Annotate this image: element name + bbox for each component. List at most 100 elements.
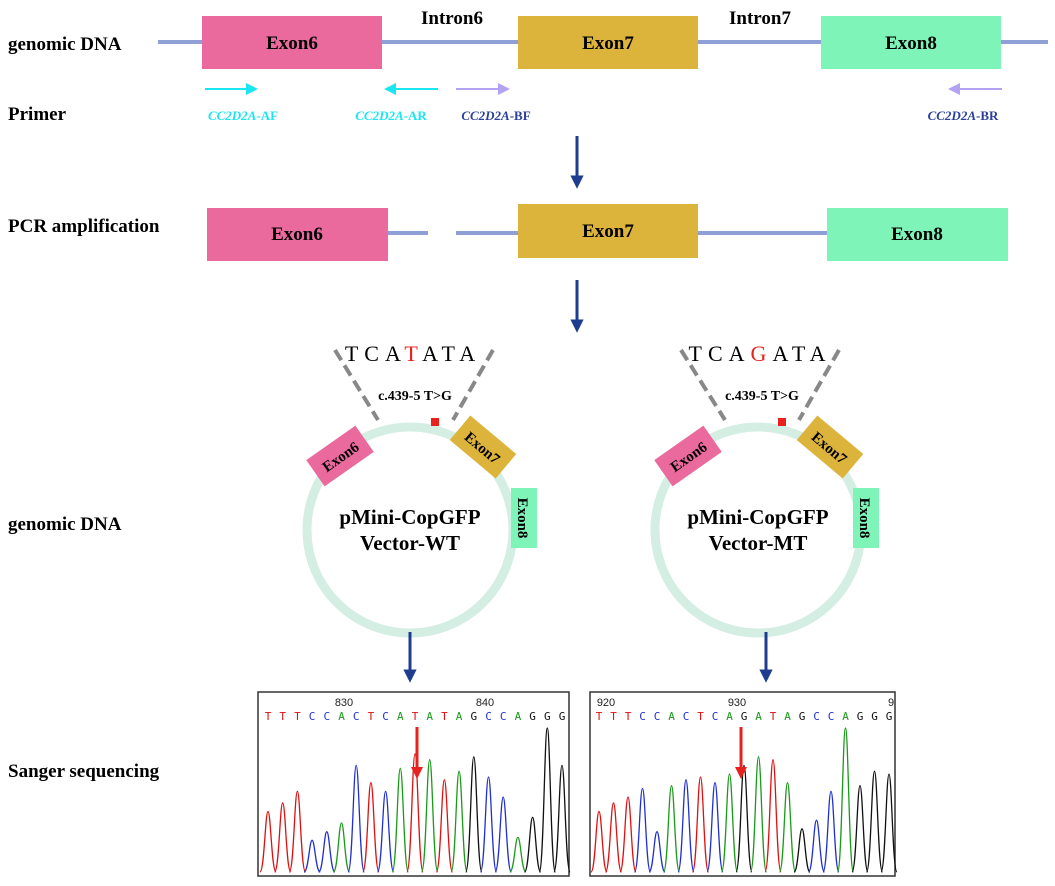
- trace-peak: [538, 727, 557, 873]
- base-call: C: [639, 710, 646, 723]
- trace-peak: [720, 773, 739, 873]
- base-call: C: [828, 710, 835, 723]
- base-call: T: [265, 710, 272, 723]
- exon7-label-pcr: Exon7: [582, 221, 634, 242]
- base-call: G: [529, 710, 536, 723]
- intron6-label: Intron6: [421, 8, 483, 29]
- label-genomic-dna-mid: genomic DNA: [8, 514, 122, 535]
- trace-peak: [764, 759, 782, 873]
- primer-af-arrow-icon: [205, 83, 258, 95]
- exon7-block-top: [518, 16, 698, 69]
- trace-peak: [523, 816, 542, 873]
- base-call: G: [871, 710, 878, 723]
- chromatogram-wt-pos-840: 840: [476, 697, 494, 709]
- trace-peak: [778, 782, 797, 873]
- trace-peak: [836, 727, 855, 873]
- svg-text:Exon8: Exon8: [514, 498, 530, 539]
- trace-peak: [450, 770, 468, 873]
- trace-peak: [677, 779, 695, 873]
- base-call: G: [799, 710, 806, 723]
- trace-peak: [303, 839, 321, 873]
- exon8-label-pcr: Exon8: [891, 224, 943, 245]
- primer-af-label: CC2D2A-AF: [208, 108, 278, 123]
- exon7-box-mt: Exon7: [796, 415, 864, 479]
- trace-peak: [662, 784, 681, 873]
- exon6-block-top: [202, 16, 382, 69]
- exon8-box-mt: Exon8: [853, 488, 879, 548]
- base-call: C: [712, 710, 719, 723]
- trace-peak: [553, 764, 571, 873]
- base-call: C: [813, 710, 820, 723]
- primer-br-label: CC2D2A-BR: [928, 108, 999, 123]
- base-call: A: [515, 710, 522, 723]
- chromatogram-wt-pos-830: 830: [335, 697, 353, 709]
- base-call: A: [426, 710, 433, 723]
- trace-peak: [604, 802, 623, 873]
- trace-peak: [590, 810, 608, 873]
- base-call: A: [397, 710, 404, 723]
- trace-peak: [406, 753, 424, 873]
- trace-peak: [706, 782, 724, 873]
- base-call: C: [683, 710, 690, 723]
- zoom-line-left: [679, 348, 727, 422]
- exon8-block-pcr: [827, 208, 1008, 261]
- trace-peak: [288, 790, 307, 873]
- base-call: T: [625, 710, 632, 723]
- trace-peak: [851, 784, 869, 873]
- mutation-site-marker-mt: [778, 418, 786, 426]
- label-genomic-dna-top: genomic DNA: [8, 34, 122, 55]
- primer-bf-arrow-icon: [456, 83, 510, 95]
- trace-peak: [807, 819, 826, 873]
- base-call: A: [668, 710, 675, 723]
- zoom-line-right: [797, 349, 841, 421]
- wt-mutation-label: c.439-5 T>G: [378, 389, 452, 404]
- zoom-line-left: [333, 348, 380, 422]
- base-call: G: [559, 710, 566, 723]
- base-call: G: [857, 710, 864, 723]
- trace-peak: [749, 756, 768, 873]
- base-call: C: [309, 710, 316, 723]
- base-call: A: [726, 710, 733, 723]
- base-call: T: [441, 710, 448, 723]
- vector-wt-name-line2: Vector-WT: [360, 531, 460, 555]
- primer-track: CC2D2A-AF CC2D2A-AR CC2D2A-BF CC2D2A-BR: [205, 83, 1002, 123]
- trace-peak: [362, 782, 380, 873]
- base-call: T: [279, 710, 286, 723]
- chromatogram-wt-traces: [259, 727, 571, 873]
- exon6-label-pcr: Exon6: [271, 224, 323, 245]
- exon7-box-wt: Exon7: [449, 415, 517, 479]
- primer-br-arrow-icon: [948, 83, 1002, 95]
- base-call: C: [500, 710, 507, 723]
- base-call: T: [596, 710, 603, 723]
- trace-peak: [619, 796, 637, 873]
- trace-peak: [273, 802, 292, 873]
- trace-peak: [420, 759, 439, 873]
- base-call: G: [544, 710, 551, 723]
- base-call: C: [353, 710, 360, 723]
- trace-peak: [648, 831, 666, 873]
- label-primer: Primer: [8, 104, 67, 125]
- base-call: G: [470, 710, 477, 723]
- trace-peak: [735, 764, 753, 873]
- exon7-block-pcr: [518, 204, 698, 258]
- trace-peak: [435, 779, 454, 873]
- trace-peak: [318, 831, 336, 873]
- vector-mt-name-line1: pMini-CopGFP: [687, 505, 828, 529]
- base-call: T: [368, 710, 375, 723]
- chromatogram-mt-pos-clipped: 9: [888, 697, 894, 709]
- plasmid-wt: TCATATA c.439-5 T>G Exon6 Exon7 Exon8 pM…: [302, 341, 537, 638]
- exon8-label-top: Exon8: [885, 33, 937, 54]
- base-call: T: [697, 710, 704, 723]
- base-call: A: [784, 710, 791, 723]
- base-call: T: [770, 710, 777, 723]
- trace-peak: [332, 822, 351, 873]
- base-call: C: [323, 710, 330, 723]
- trace-peak: [865, 770, 884, 873]
- base-call: A: [456, 710, 463, 723]
- mt-sequence: TCAGATA: [689, 341, 832, 366]
- vector-wt-name-line1: pMini-CopGFP: [339, 505, 480, 529]
- base-call: C: [485, 710, 492, 723]
